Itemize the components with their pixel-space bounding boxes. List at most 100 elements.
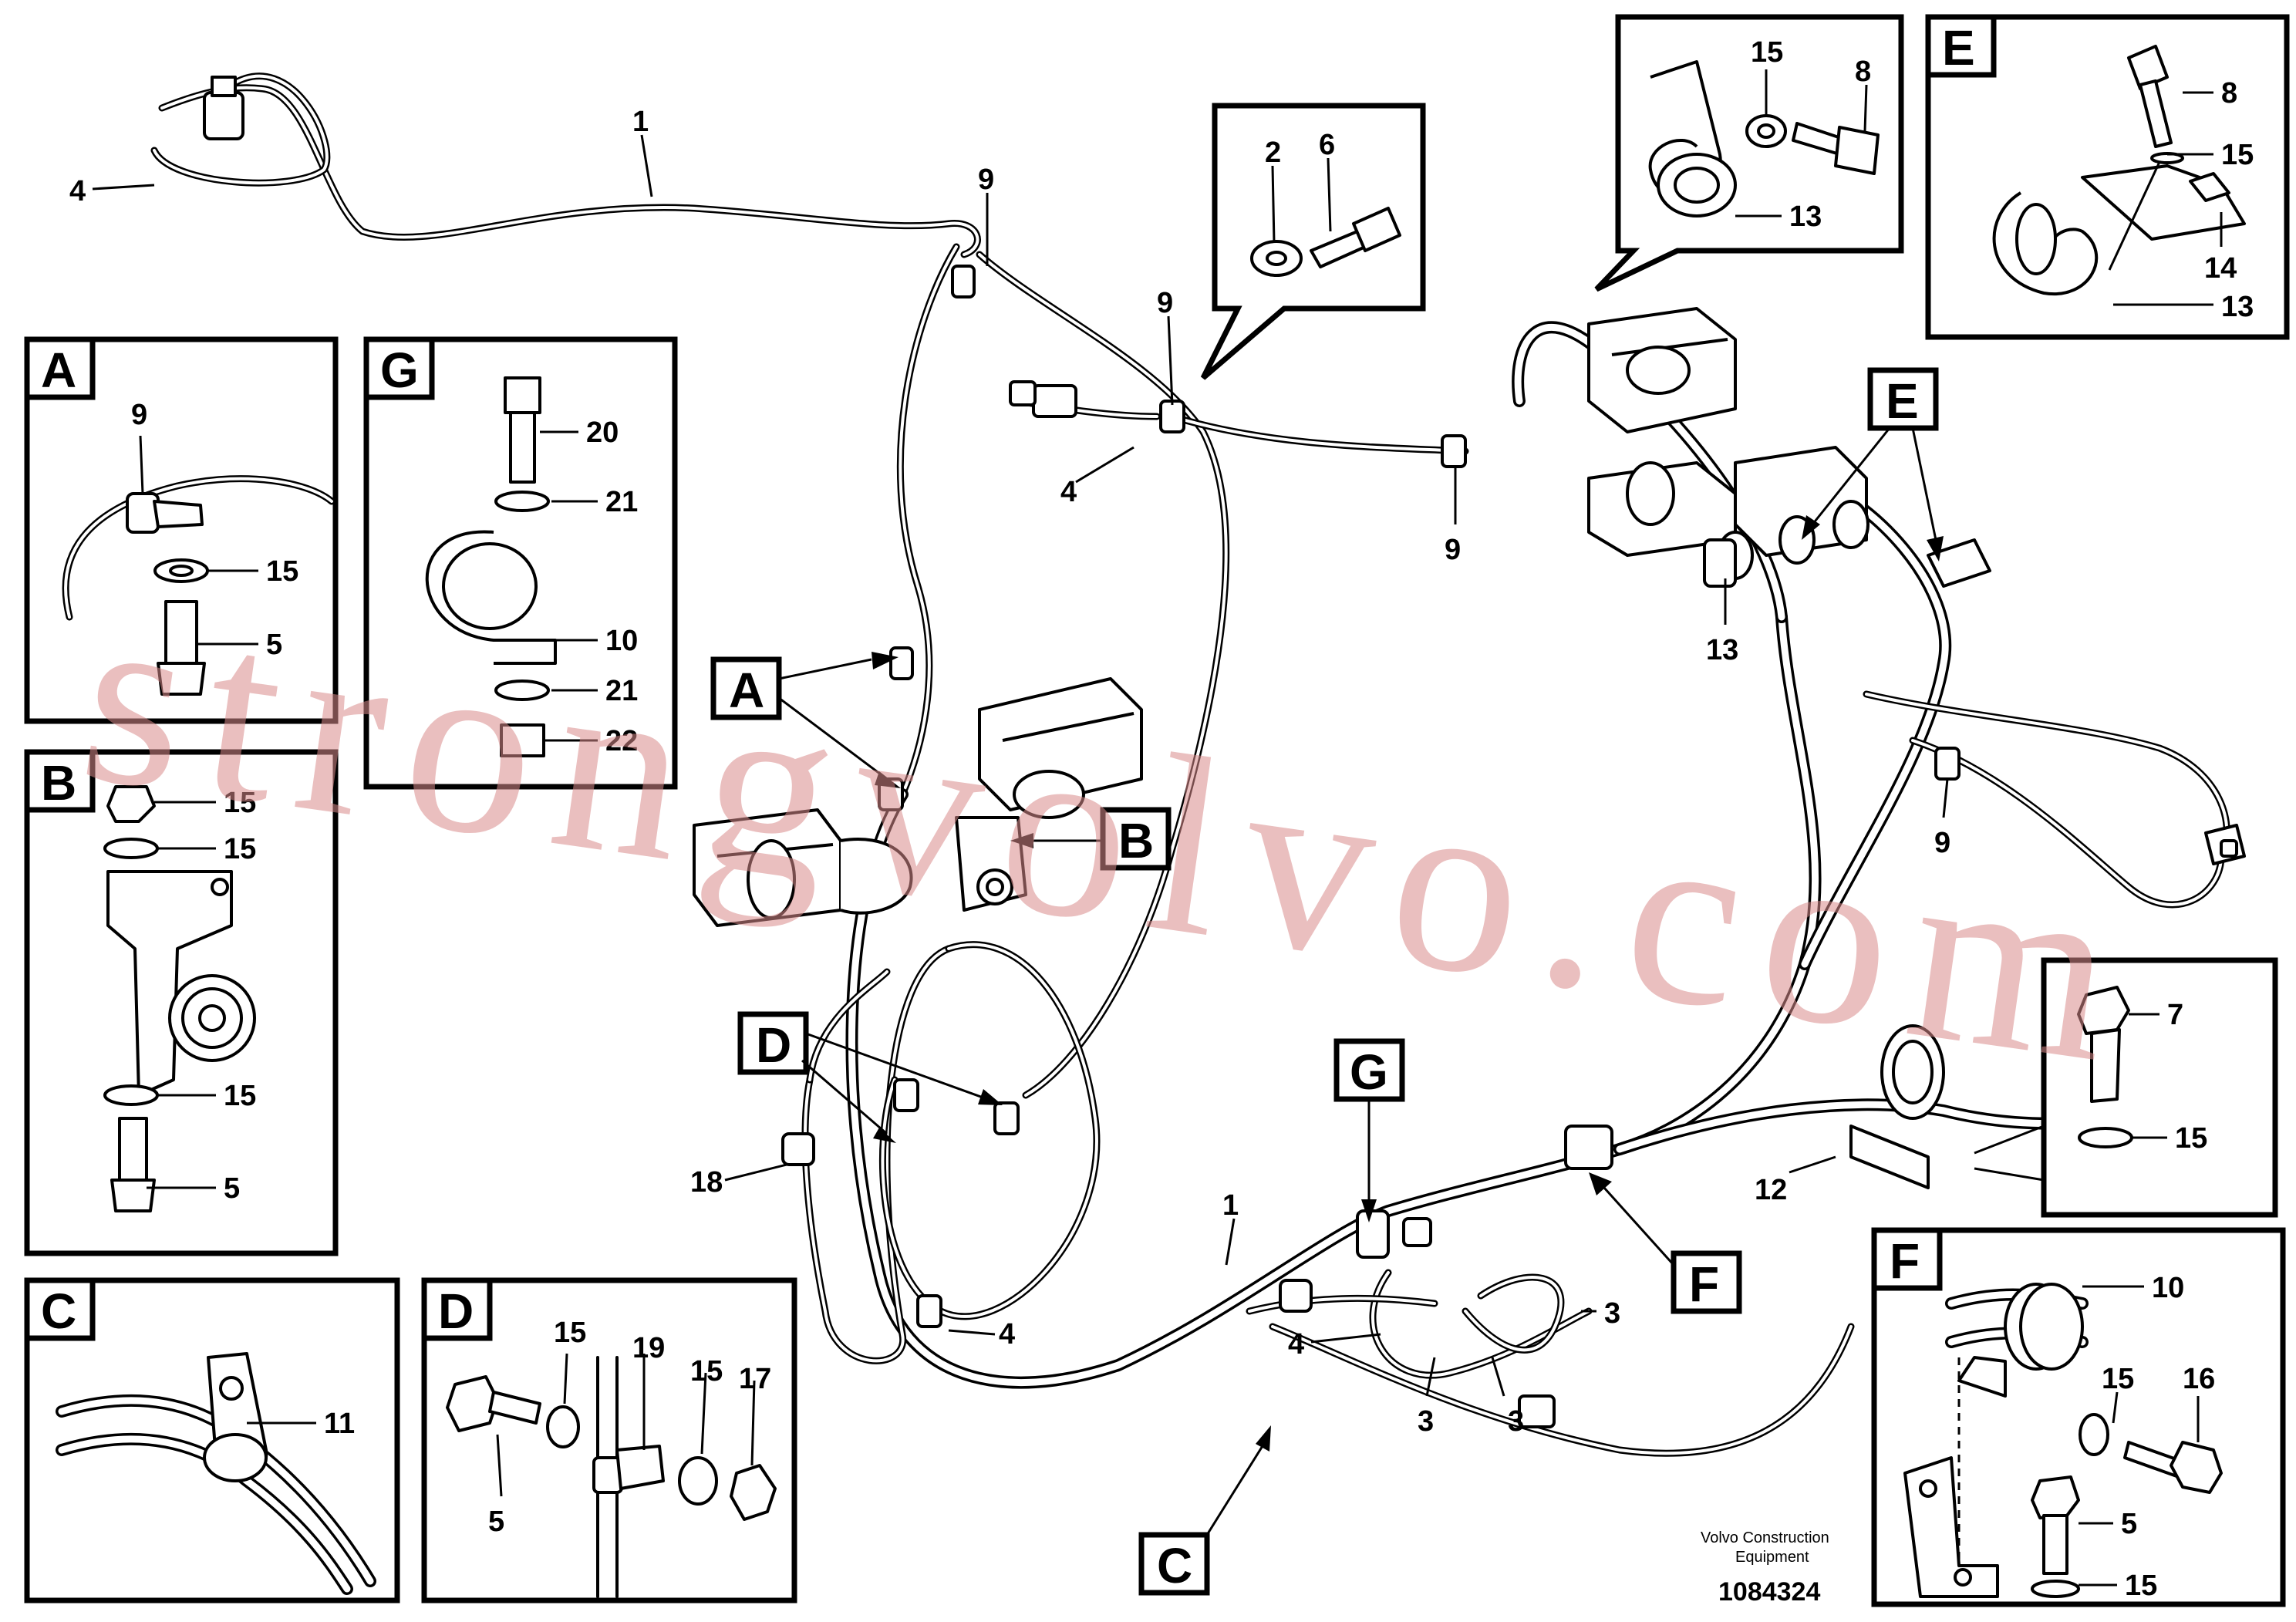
inset-b-callout-15a: 15 bbox=[224, 787, 256, 819]
credit-line-1: Volvo Construction bbox=[1701, 1529, 1829, 1546]
inset-d-callout-15a: 15 bbox=[554, 1317, 586, 1349]
connector-top-mid bbox=[1009, 380, 1077, 418]
tag-e bbox=[1867, 367, 1939, 431]
inset-e-callout-15: 15 bbox=[2221, 139, 2254, 171]
inset-d-tag: D bbox=[438, 1283, 474, 1339]
tag-d-label: D bbox=[756, 1017, 791, 1073]
callout-4-mid: 4 bbox=[1060, 476, 1077, 508]
inset-g-callout-22: 22 bbox=[605, 725, 638, 757]
inset-e: E 8 15 14 13 bbox=[1925, 14, 2290, 340]
connector-lower-mid bbox=[1402, 1217, 1556, 1428]
inset-f-callout-15a: 15 bbox=[2102, 1363, 2134, 1395]
inset-e-tag: E bbox=[1942, 20, 1975, 76]
inset-g: G 20 21 10 21 22 bbox=[363, 336, 678, 790]
callout-18: 18 bbox=[690, 1166, 723, 1199]
tag-a-label: A bbox=[729, 663, 764, 718]
mounting-bracket-b bbox=[955, 816, 1027, 912]
inset-callout-8: 8 bbox=[1855, 56, 1871, 88]
inset-callout-6: 6 bbox=[1319, 129, 1335, 161]
callout-3-c: 3 bbox=[1508, 1405, 1524, 1438]
tag-c bbox=[1138, 1532, 1210, 1596]
inset-e-callout-13: 13 bbox=[2221, 291, 2254, 323]
inset-b-callout-15b: 15 bbox=[224, 833, 256, 865]
tag-a bbox=[710, 656, 782, 720]
callout-9-a: 9 bbox=[978, 164, 994, 196]
inset-g-callout-21b: 21 bbox=[605, 675, 638, 707]
inset-d-callout-17: 17 bbox=[739, 1363, 771, 1395]
callout-13: 13 bbox=[1706, 634, 1738, 666]
inset-b-callout-5: 5 bbox=[224, 1172, 240, 1205]
drawing-number: 1084324 bbox=[1718, 1577, 1820, 1607]
inset-b-callout-15c: 15 bbox=[224, 1080, 256, 1112]
inset-g-callout-21a: 21 bbox=[605, 486, 638, 518]
callout-3-b: 3 bbox=[1418, 1405, 1434, 1438]
inset-f-callout-5: 5 bbox=[2121, 1508, 2137, 1540]
inset-d-callout-15b: 15 bbox=[690, 1355, 723, 1388]
relay-block-mid bbox=[978, 677, 1143, 819]
inset-callout-15: 15 bbox=[1751, 36, 1783, 69]
callout-9-b: 9 bbox=[1157, 287, 1173, 319]
main-harness bbox=[150, 73, 2246, 1457]
inset-d-callout-19: 19 bbox=[632, 1332, 665, 1364]
inset-bolt-7: 7 15 bbox=[1974, 957, 2278, 1218]
inset-a-callout-9: 9 bbox=[131, 399, 147, 431]
watermark: strongvolvo.com bbox=[68, 552, 2152, 1118]
inset-c-callout-11: 11 bbox=[324, 1408, 355, 1440]
relay-block-left bbox=[693, 808, 913, 927]
main-leaders bbox=[92, 134, 1949, 1397]
tag-f bbox=[1671, 1250, 1742, 1314]
inset-f-tag: F bbox=[1890, 1233, 1920, 1289]
tag-b bbox=[1100, 807, 1172, 871]
inset-callout-2: 2 bbox=[1265, 137, 1281, 169]
tag-g bbox=[1333, 1038, 1405, 1102]
callout-9-c: 9 bbox=[1445, 534, 1461, 566]
inset-callout-13: 13 bbox=[1789, 201, 1822, 233]
tag-e-label: E bbox=[1886, 373, 1919, 429]
inset-b: B 15 15 15 5 bbox=[24, 749, 339, 1256]
inset-e-callout-8: 8 bbox=[2221, 77, 2237, 110]
inset-a-tag: A bbox=[41, 342, 76, 398]
callout-4-right: 4 bbox=[1288, 1328, 1304, 1361]
inset-c: C 11 bbox=[24, 1277, 400, 1603]
callout-1-top: 1 bbox=[632, 106, 649, 138]
callout-9-d: 9 bbox=[1934, 827, 1950, 859]
sensor-top-left bbox=[203, 76, 244, 140]
grommet-right bbox=[1849, 1024, 1945, 1189]
inset-b-tag: B bbox=[41, 755, 76, 811]
callout-12: 12 bbox=[1755, 1174, 1787, 1206]
callout-4-left: 4 bbox=[69, 175, 86, 207]
inset-a-callout-5: 5 bbox=[266, 629, 282, 661]
tag-d bbox=[737, 1011, 809, 1075]
callout-4-loop: 4 bbox=[999, 1318, 1015, 1351]
inset-g-tag: G bbox=[380, 342, 419, 398]
footer: Volvo Construction Equipment 1084324 bbox=[1701, 1529, 1829, 1607]
inset-clamp-bolt: 15 8 13 bbox=[1594, 14, 1904, 292]
inset-d: D 15 19 15 17 5 bbox=[421, 1277, 797, 1603]
inset-r-callout-7: 7 bbox=[2167, 999, 2183, 1031]
tag-b-label: B bbox=[1118, 813, 1154, 868]
inset-r-callout-15: 15 bbox=[2175, 1122, 2207, 1155]
tag-f-label: F bbox=[1689, 1256, 1719, 1312]
inset-d-callout-5: 5 bbox=[488, 1506, 504, 1538]
tag-g-label: G bbox=[1350, 1044, 1388, 1100]
inset-c-tag: C bbox=[41, 1283, 76, 1339]
clamps bbox=[781, 265, 2238, 1328]
main-callouts: 1 1 4 4 4 4 9 9 9 9 13 18 12 3 3 3 bbox=[69, 106, 1950, 1438]
credit-line-2: Equipment bbox=[1735, 1549, 1809, 1566]
inset-f-callout-15b: 15 bbox=[2125, 1570, 2157, 1602]
section-tags-main: A B D G F C E bbox=[710, 367, 1944, 1596]
inset-bolt-washer: 2 6 bbox=[1200, 103, 1426, 380]
callout-3-a: 3 bbox=[1604, 1297, 1620, 1330]
inset-g-callout-10: 10 bbox=[605, 625, 638, 657]
inset-e-callout-14: 14 bbox=[2204, 252, 2237, 285]
inset-g-callout-20: 20 bbox=[586, 416, 619, 449]
inset-f: F 10 15 16 5 15 bbox=[1871, 1227, 2286, 1607]
inset-f-callout-10: 10 bbox=[2152, 1272, 2184, 1304]
inset-a-callout-15: 15 bbox=[266, 555, 298, 588]
connector-block-e bbox=[1717, 446, 1870, 580]
inset-a: A 9 15 5 bbox=[24, 336, 339, 724]
relay-block-top-right bbox=[1587, 307, 1737, 557]
callout-1-bottom: 1 bbox=[1222, 1189, 1239, 1222]
tag-c-label: C bbox=[1157, 1538, 1192, 1593]
